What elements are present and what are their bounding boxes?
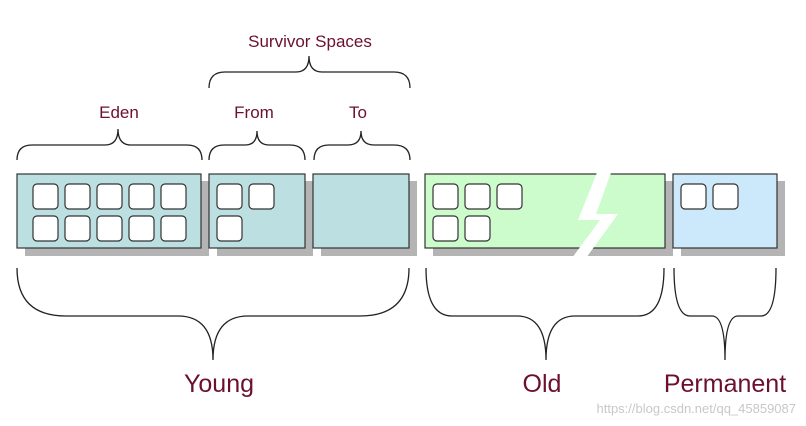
object-block bbox=[128, 215, 155, 242]
old-brace bbox=[425, 267, 665, 361]
watermark: https://blog.csdn.net/qq_45859087 bbox=[597, 401, 797, 416]
permanent-label: Permanent bbox=[664, 370, 786, 398]
object-block bbox=[64, 215, 91, 242]
object-block bbox=[712, 183, 739, 210]
object-block bbox=[160, 215, 187, 242]
object-block bbox=[432, 183, 459, 210]
object-block bbox=[216, 215, 243, 242]
object-block bbox=[432, 215, 459, 242]
object-block bbox=[64, 183, 91, 210]
to-brace bbox=[313, 130, 411, 161]
to-region bbox=[312, 173, 410, 249]
eden-label: Eden bbox=[99, 103, 139, 122]
object-block bbox=[464, 183, 491, 210]
permanent-brace bbox=[673, 267, 777, 361]
from-brace bbox=[208, 130, 306, 161]
object-block bbox=[128, 183, 155, 210]
object-block bbox=[32, 215, 59, 242]
object-block bbox=[248, 183, 275, 210]
object-block bbox=[464, 215, 491, 242]
young-label: Young bbox=[184, 370, 254, 398]
eden-brace bbox=[16, 128, 203, 161]
object-block bbox=[96, 215, 123, 242]
old-region bbox=[424, 173, 666, 249]
from-label: From bbox=[234, 103, 274, 122]
survivor-spaces-label: Survivor Spaces bbox=[248, 32, 372, 51]
to-label: To bbox=[349, 103, 367, 122]
old-label: Old bbox=[523, 370, 562, 398]
object-block bbox=[32, 183, 59, 210]
young-brace bbox=[16, 267, 410, 361]
object-block bbox=[160, 183, 187, 210]
object-block bbox=[496, 183, 523, 210]
object-blocks bbox=[32, 183, 739, 242]
object-block bbox=[96, 183, 123, 210]
object-block bbox=[216, 183, 243, 210]
object-block bbox=[680, 183, 707, 210]
old-gap-break bbox=[572, 170, 618, 258]
survivor-spaces-brace bbox=[208, 55, 411, 89]
